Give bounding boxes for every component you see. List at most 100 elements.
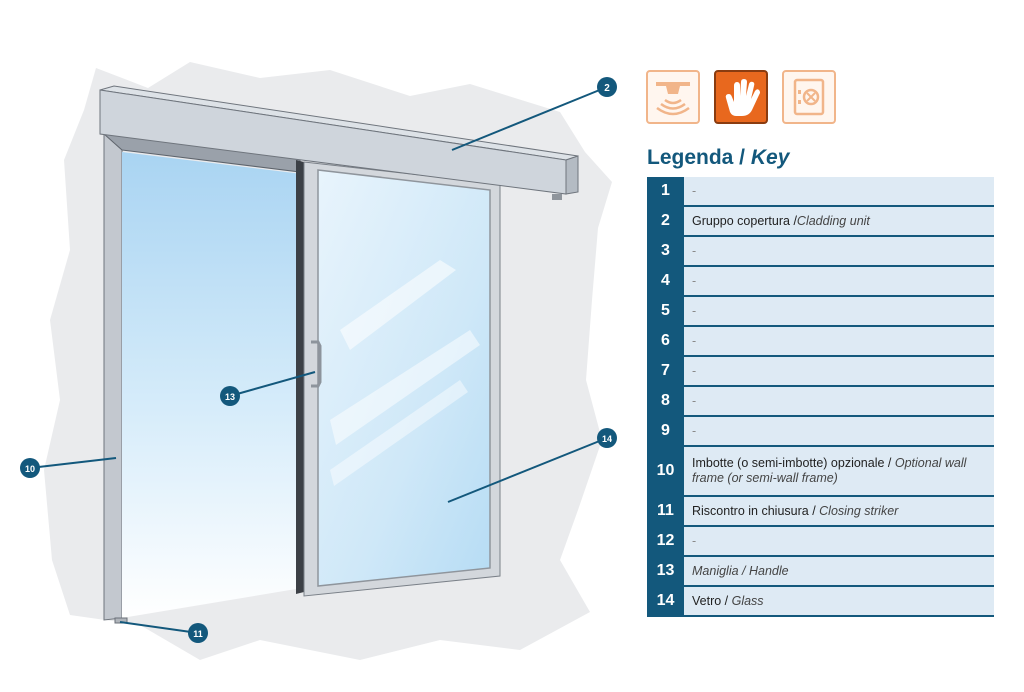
legend-row: 11 Riscontro in chiusura / Closing strike…: [647, 497, 994, 527]
glass-highlight: [340, 260, 456, 350]
legend-row-it: -: [692, 303, 697, 318]
legend-row-text: -: [692, 244, 696, 259]
door-illustration: 2 10 11 13 14: [20, 62, 617, 660]
legend-row: 4-: [647, 267, 994, 297]
legend-title-en: Key: [750, 146, 790, 169]
legend-row-en: Optional wall frame (or semi-wall frame): [692, 456, 967, 485]
legend-row-description: -: [684, 297, 994, 325]
callout-14: 14: [597, 428, 617, 448]
legend-row-it: -: [692, 273, 697, 288]
callout-lines: [29, 86, 608, 634]
legend-row: 13 Maniglia / Handle: [647, 557, 994, 587]
legend-row-number: 9: [647, 417, 684, 445]
legend-row-number: 1: [647, 177, 684, 205]
legend-row-number: 12: [647, 527, 684, 555]
door-handle: [311, 340, 322, 388]
legend-row-number: 14: [647, 587, 684, 615]
callout-11: 11: [188, 623, 208, 643]
legend-row-text: -: [692, 334, 696, 349]
legend-row: 2 Gruppo copertura /Cladding unit: [647, 207, 994, 237]
legend-row-it: -: [692, 243, 697, 258]
legend-row: 1-: [647, 177, 994, 207]
wall-frame-post: [103, 133, 123, 621]
cladding-header-foot: [552, 194, 562, 200]
legend-row-description: -: [684, 177, 994, 205]
legend-row-it: -: [692, 533, 697, 548]
legend-row: 7-: [647, 357, 994, 387]
glass-highlight: [330, 330, 480, 445]
legend-row-text: Maniglia / Handle: [692, 564, 789, 579]
legend-row: 5-: [647, 297, 994, 327]
legend-title: Legenda / Key: [647, 146, 789, 170]
legend-row: 10 Imbotte (o semi-imbotte) opzionale / O…: [647, 447, 994, 497]
legend-row: 3-: [647, 237, 994, 267]
legend-row: 9-: [647, 417, 994, 447]
legend-row-number: 2: [647, 207, 684, 235]
legend-title-it: Legenda /: [647, 146, 751, 169]
legend-row-description: -: [684, 237, 994, 265]
hand-icon: [714, 70, 768, 124]
legend-row-description: Maniglia / Handle: [684, 557, 994, 585]
legend-row-text: Gruppo copertura /Cladding unit: [692, 214, 870, 229]
glass-highlight: [330, 380, 468, 486]
legend-row-text: Vetro / Glass: [692, 594, 764, 609]
legend-row-text: -: [692, 534, 696, 549]
legend-row-text: -: [692, 364, 696, 379]
svg-text:2: 2: [604, 83, 610, 94]
legend-row: 8-: [647, 387, 994, 417]
legend-row-text: -: [692, 394, 696, 409]
legend-row-number: 13: [647, 557, 684, 585]
legend-row-number: 10: [647, 447, 684, 495]
legend-row-number: 4: [647, 267, 684, 295]
legend-row-it: -: [692, 393, 697, 408]
legend-row-text: -: [692, 184, 696, 199]
legend-row-it: Gruppo copertura /: [692, 213, 797, 228]
legend-row-description: Riscontro in chiusura / Closing striker: [684, 497, 994, 525]
legend-row-it: -: [692, 363, 697, 378]
legend-row-number: 5: [647, 297, 684, 325]
fixed-glass-opening: [122, 152, 302, 618]
legend-row-it: -: [692, 333, 697, 348]
legend-row-it: -: [692, 183, 697, 198]
legend-row-number: 3: [647, 237, 684, 265]
legend-row-description: -: [684, 387, 994, 415]
legend-row-description: -: [684, 417, 994, 445]
legend-row-description: Gruppo copertura /Cladding unit: [684, 207, 994, 235]
legend-row-description: -: [684, 267, 994, 295]
cladding-header-end: [565, 155, 579, 195]
callout-2: 2: [597, 77, 617, 97]
legend-row-number: 11: [647, 497, 684, 525]
svg-text:11: 11: [193, 629, 203, 639]
legend-row: 6-: [647, 327, 994, 357]
legend-row-number: 6: [647, 327, 684, 355]
legend-row-it: Riscontro in chiusura /: [692, 503, 820, 518]
legend-row: 14 Vetro / Glass: [647, 587, 994, 617]
safe-icon: [782, 70, 836, 124]
legend-row-number: 8: [647, 387, 684, 415]
legend-row-text: -: [692, 424, 696, 439]
legend-row-en: Cladding unit: [796, 213, 870, 228]
legend-row-text: Riscontro in chiusura / Closing striker: [692, 504, 898, 519]
feature-icons: [646, 70, 836, 124]
callout-10: 10: [20, 458, 40, 478]
svg-text:10: 10: [25, 464, 35, 474]
legend-row-description: -: [684, 527, 994, 555]
legend-row-text: Imbotte (o semi-imbotte) opzionale / Opt…: [692, 456, 986, 486]
sensor-icon: [646, 70, 700, 124]
legend-row-en: Glass: [731, 593, 764, 608]
legend-row-it: Imbotte (o semi-imbotte) opzionale /: [692, 456, 895, 470]
legend-row-it: Vetro /: [692, 593, 732, 608]
legend-row-en: Closing striker: [819, 503, 899, 518]
legend-row-it: -: [692, 423, 697, 438]
legend-row: 12-: [647, 527, 994, 557]
legend-row-description: Imbotte (o semi-imbotte) opzionale / Opt…: [684, 447, 994, 495]
legend-row-description: -: [684, 327, 994, 355]
legend-row-description: -: [684, 357, 994, 385]
svg-text:13: 13: [225, 392, 235, 402]
legend-row-description: Vetro / Glass: [684, 587, 994, 615]
svg-text:14: 14: [602, 434, 612, 444]
legend-row-en: Maniglia / Handle: [692, 563, 789, 578]
legend-row-text: -: [692, 274, 696, 289]
legend-row-number: 7: [647, 357, 684, 385]
